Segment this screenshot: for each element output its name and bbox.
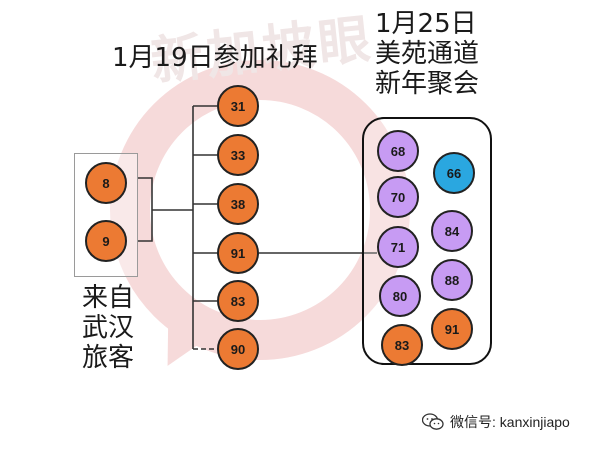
case-node-83: 83 bbox=[217, 280, 259, 322]
case-node-8: 8 bbox=[85, 162, 127, 204]
case-node-91: 91 bbox=[217, 232, 259, 274]
case-node-33: 33 bbox=[217, 134, 259, 176]
case-node-31: 31 bbox=[217, 85, 259, 127]
wuhan-caption-line1: 来自 bbox=[82, 283, 135, 313]
case-node-90: 90 bbox=[217, 328, 259, 370]
case-node-70: 70 bbox=[377, 176, 419, 218]
service-title: 1月19日参加礼拜 bbox=[112, 43, 318, 73]
case-node-71: 71 bbox=[377, 226, 419, 268]
wuhan-bracket bbox=[138, 177, 153, 242]
wuhan-caption-line2: 武汉 bbox=[82, 312, 135, 343]
case-node-91-party: 91 bbox=[431, 308, 473, 350]
case-node-83-party: 83 bbox=[381, 324, 423, 366]
wechat-id-text: 微信号: kanxinjiapo bbox=[450, 414, 570, 430]
wechat-footer: 微信号: kanxinjiapo bbox=[422, 412, 570, 432]
case-node-88: 88 bbox=[431, 259, 473, 301]
case-node-38: 38 bbox=[217, 183, 259, 225]
wuhan-caption-line3: 旅客 bbox=[82, 342, 135, 373]
case-node-68: 68 bbox=[377, 130, 419, 172]
party-title-line2: 美苑通道 bbox=[375, 38, 480, 69]
party-title: 1月25日 美苑通道 新年聚会 bbox=[375, 9, 480, 100]
party-title-line1: 1月25日 bbox=[375, 9, 477, 39]
party-title-line3: 新年聚会 bbox=[375, 68, 480, 99]
case-node-84: 84 bbox=[431, 210, 473, 252]
case-node-80: 80 bbox=[379, 275, 421, 317]
case-node-9: 9 bbox=[85, 220, 127, 262]
case-node-66: 66 bbox=[433, 152, 475, 194]
wechat-icon bbox=[422, 413, 444, 430]
wuhan-caption: 来自 武汉 旅客 bbox=[82, 283, 135, 374]
